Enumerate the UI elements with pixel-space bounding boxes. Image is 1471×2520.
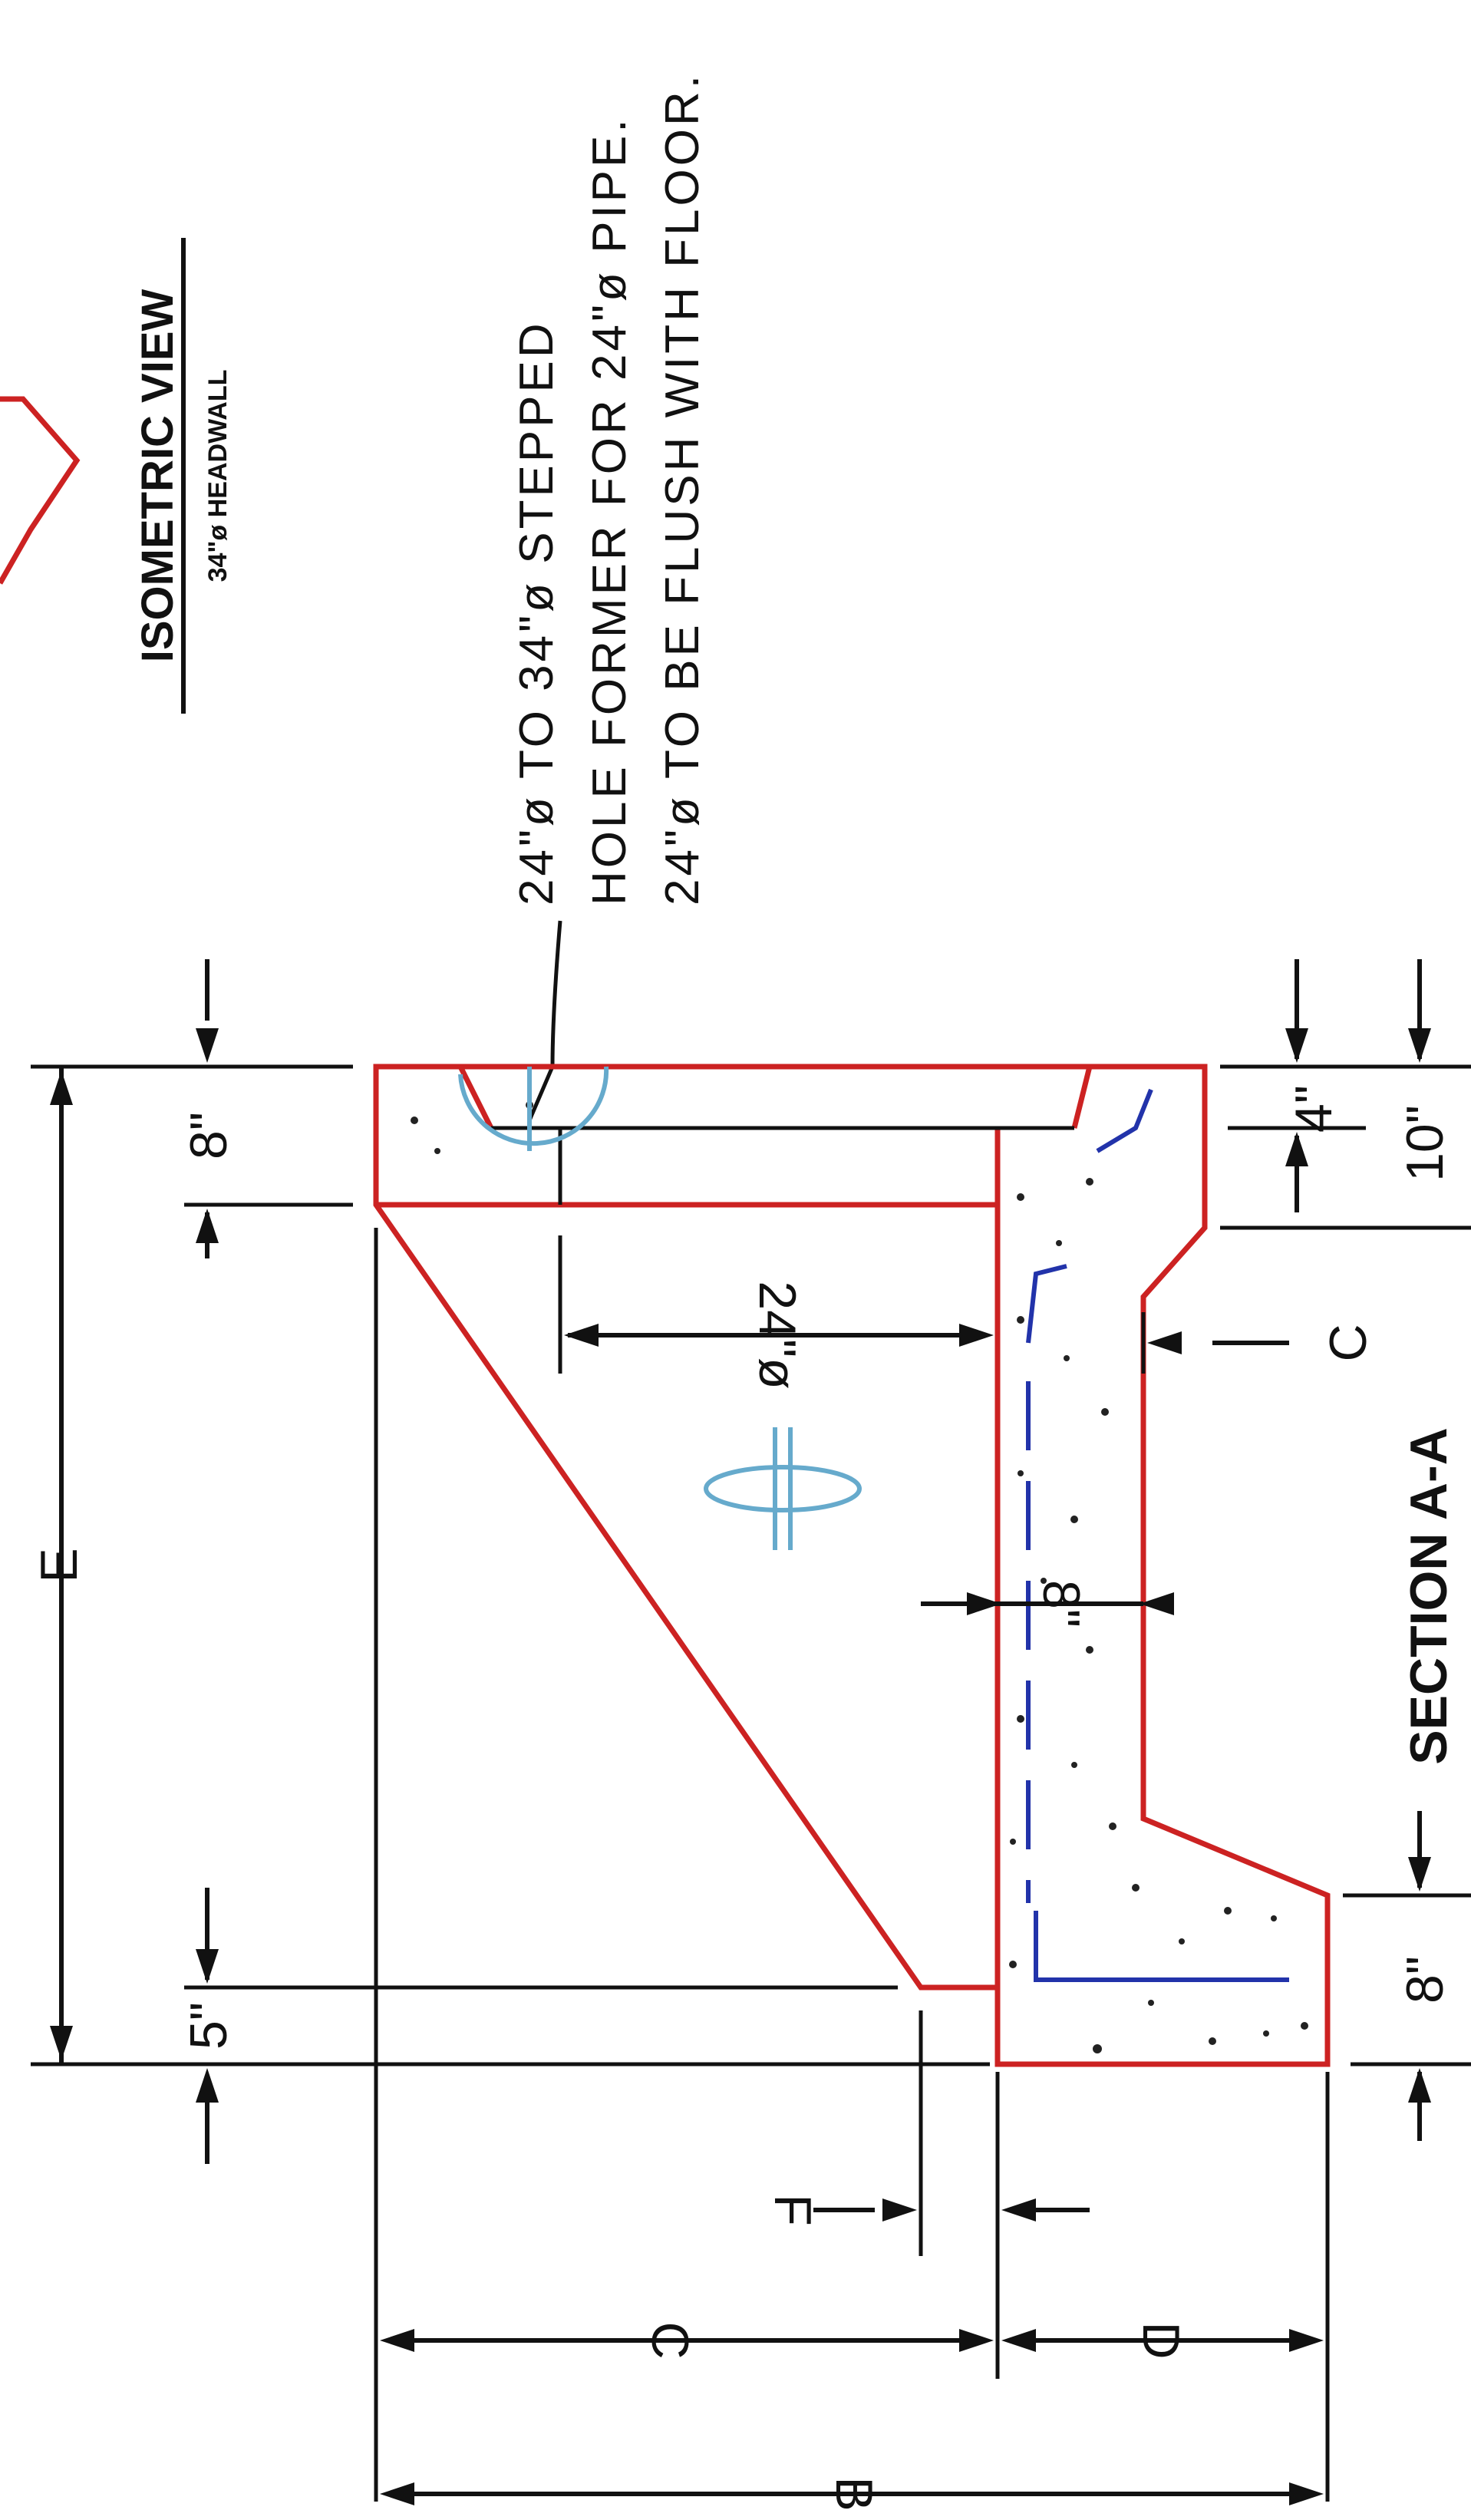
dim-B: B: [825, 2476, 883, 2511]
rebar-upper: [1096, 1088, 1153, 1153]
rebar-foot: [1034, 1911, 1289, 1982]
dim-D: D: [1132, 2321, 1190, 2359]
arrowheads: [50, 1028, 1431, 2505]
pipe-opening-bottom: [1071, 1066, 1093, 1129]
dim-four: 4": [1285, 1085, 1343, 1133]
note-line-3: 24"ø TO BE FLUSH WITH FLOOR.: [656, 72, 709, 905]
dim-eight-mid: 8": [1032, 1580, 1090, 1628]
dim-pipe: 24"ø: [748, 1281, 806, 1389]
pipe-symbol-center: [704, 1427, 862, 1550]
rebar-step: [1026, 1264, 1067, 1344]
section-title: SECTION A-A: [1400, 1427, 1458, 1764]
dim-five: 5": [180, 2002, 238, 2050]
dim-ten: 10": [1396, 1105, 1454, 1182]
headwall-section-outline: [373, 1064, 1331, 2067]
pipe-opening-top: [457, 1065, 494, 1130]
dim-F: F: [764, 2194, 822, 2226]
note-block: 24"ø TO 34"ø STEPPED HOLE FORMER FOR 24"…: [510, 72, 709, 905]
dim-C-right: C: [1319, 1324, 1377, 1361]
isometric-title: ISOMETRIC VIEW: [133, 289, 183, 662]
extension-lines: [31, 1064, 1471, 2502]
isometric-outline-fragment: [0, 396, 81, 585]
concrete-hatch: [411, 1101, 1308, 2053]
pipe-symbol-upper: [458, 1066, 609, 1151]
note-line-1: 24"ø TO 34"ø STEPPED: [510, 320, 563, 905]
dimension-lines: [59, 959, 1422, 2496]
dim-top-wall: 8": [180, 1112, 238, 1159]
isometric-subtitle: 34"ø HEADWALL: [203, 370, 233, 582]
note-leader: [527, 920, 562, 1121]
dim-C-left: C: [641, 2321, 699, 2359]
note-line-2: HOLE FORMER FOR 24"ø PIPE.: [583, 116, 636, 905]
dim-E: E: [30, 1548, 88, 1582]
isometric-title-group: ISOMETRIC VIEW 34"ø HEADWALL: [133, 238, 233, 714]
dim-eight-bottom: 8": [1396, 1956, 1454, 2004]
